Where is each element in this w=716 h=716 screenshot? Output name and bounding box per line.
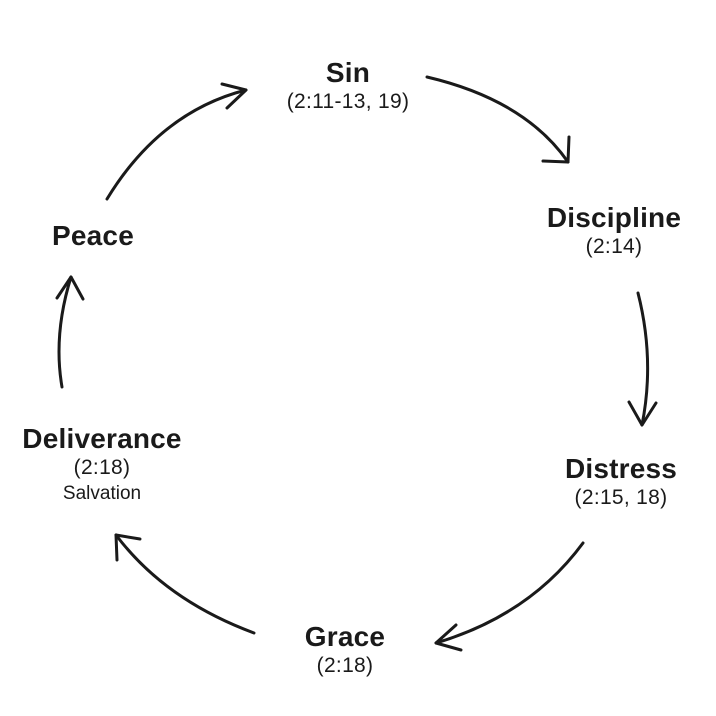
- arrowhead-peace-to-sin: [220, 82, 248, 110]
- node-distress-title: Distress: [564, 453, 678, 484]
- node-deliverance-subtitle: Salvation: [62, 483, 142, 504]
- node-sin-title: Sin: [325, 57, 371, 88]
- node-sin: Sin (2:11-13, 19): [286, 57, 410, 113]
- node-grace: Grace (2:18): [304, 621, 386, 677]
- arrow-peace-to-sin: [105, 88, 248, 201]
- node-discipline: Discipline (2:14): [546, 202, 682, 258]
- node-deliverance-title: Deliverance: [22, 423, 182, 454]
- arrow-grace-to-deliverance: [114, 533, 256, 635]
- arrowhead-discipline-to-distress: [627, 400, 658, 427]
- arrow-sin-to-discipline: [425, 75, 570, 164]
- arrow-distress-to-grace: [434, 541, 585, 645]
- node-grace-title: Grace: [304, 621, 386, 652]
- arrowhead-deliverance-to-peace: [55, 275, 85, 301]
- node-grace-ref: (2:18): [316, 654, 374, 677]
- node-deliverance-ref: (2:18): [73, 456, 131, 479]
- node-distress-ref: (2:15, 18): [574, 486, 668, 509]
- node-discipline-title: Discipline: [546, 202, 682, 233]
- arrow-deliverance-to-peace: [57, 275, 73, 389]
- node-distress: Distress (2:15, 18): [564, 453, 678, 509]
- node-sin-ref: (2:11-13, 19): [286, 90, 410, 113]
- node-deliverance: Deliverance (2:18) Salvation: [22, 423, 182, 504]
- node-peace: Peace: [52, 222, 134, 250]
- arrow-discipline-to-distress: [636, 291, 650, 427]
- node-discipline-ref: (2:14): [585, 235, 643, 258]
- arrowhead-grace-to-deliverance: [114, 533, 142, 562]
- arrowhead-distress-to-grace: [434, 623, 463, 652]
- arrowhead-sin-to-discipline: [541, 135, 571, 164]
- node-peace-title: Peace: [52, 220, 134, 251]
